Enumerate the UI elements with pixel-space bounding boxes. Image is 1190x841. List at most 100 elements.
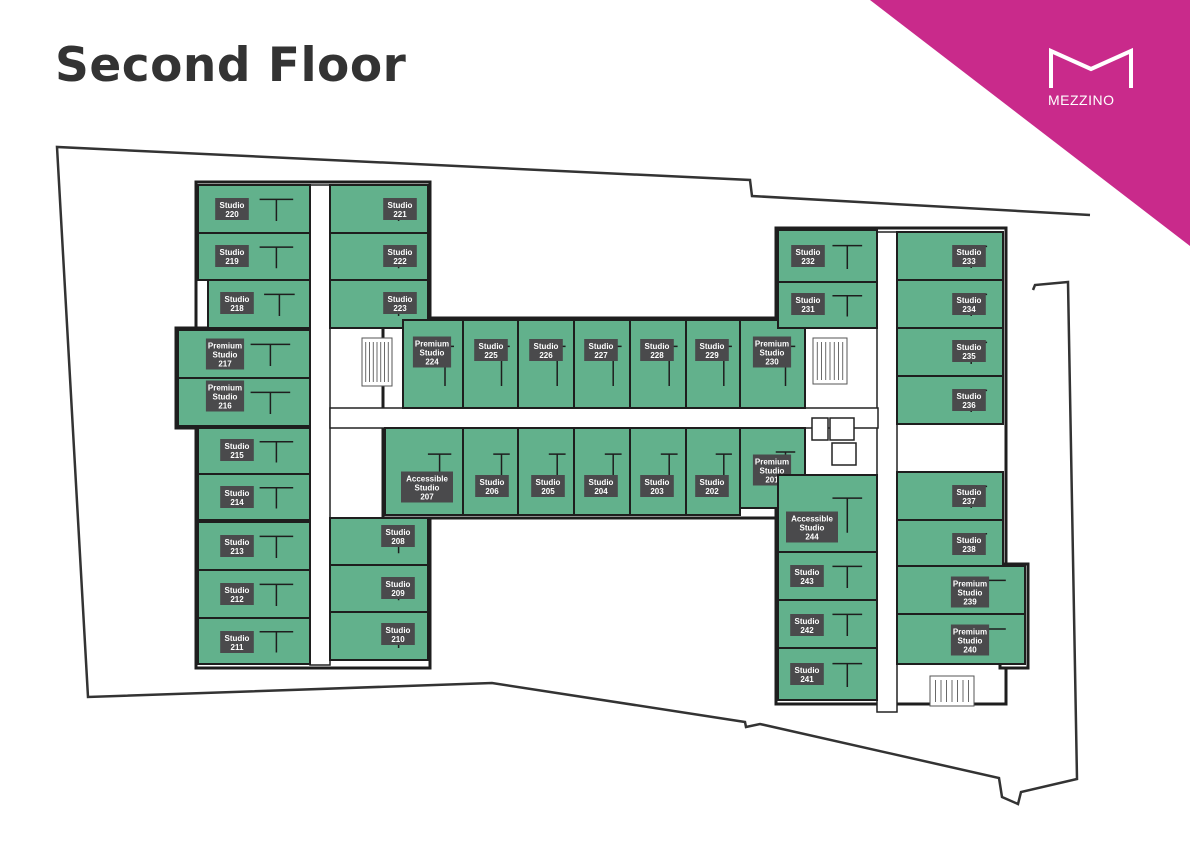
room-area[interactable] xyxy=(896,375,1004,425)
room-area[interactable] xyxy=(517,319,575,409)
room-number: 229 xyxy=(705,351,719,360)
room-area[interactable] xyxy=(777,281,878,329)
room-type: Studio xyxy=(225,442,250,451)
room-number: 239 xyxy=(963,598,977,607)
room-number: 213 xyxy=(230,547,244,556)
room-number: 217 xyxy=(218,360,232,369)
room-label-bg xyxy=(220,292,254,314)
room-type: Studio xyxy=(700,478,725,487)
room-type: Studio xyxy=(420,349,445,358)
room-area[interactable] xyxy=(777,551,878,601)
room-area[interactable] xyxy=(685,319,741,409)
mezzino-logo-icon xyxy=(1049,47,1133,88)
room-area[interactable] xyxy=(197,427,311,475)
room-area[interactable] xyxy=(629,319,687,409)
room-area[interactable] xyxy=(896,279,1004,329)
room-area[interactable] xyxy=(197,232,311,281)
room-label-bg xyxy=(220,486,254,508)
room-number: 235 xyxy=(962,352,976,361)
room-area[interactable] xyxy=(197,521,311,571)
room-number: 220 xyxy=(225,210,239,219)
room-type: Studio xyxy=(700,342,725,351)
room-area[interactable] xyxy=(197,473,311,521)
room-area[interactable] xyxy=(462,319,519,409)
room-label-bg xyxy=(220,439,254,461)
room-type: Studio xyxy=(796,248,821,257)
room-area[interactable] xyxy=(197,569,311,619)
room-label-bg xyxy=(752,336,792,368)
brand-name: MEZZINO xyxy=(1048,92,1115,108)
room-area[interactable] xyxy=(517,427,575,516)
room-area[interactable] xyxy=(896,231,1004,281)
room-area[interactable] xyxy=(197,184,311,234)
room-label-bg xyxy=(584,475,618,497)
partition-wall xyxy=(264,293,295,316)
room-label-bg xyxy=(791,293,825,315)
room-area[interactable] xyxy=(197,617,311,665)
room-number: 241 xyxy=(800,675,814,684)
room-area[interactable] xyxy=(896,327,1004,377)
room-number: 226 xyxy=(539,351,553,360)
room-area[interactable] xyxy=(573,427,631,516)
room-area[interactable] xyxy=(896,519,1004,567)
room-area[interactable] xyxy=(573,319,631,409)
room-area[interactable] xyxy=(685,427,741,516)
room-label-bg xyxy=(952,340,986,362)
room-area[interactable] xyxy=(629,427,687,516)
room-area[interactable] xyxy=(462,427,519,516)
room-area[interactable] xyxy=(896,471,1004,521)
